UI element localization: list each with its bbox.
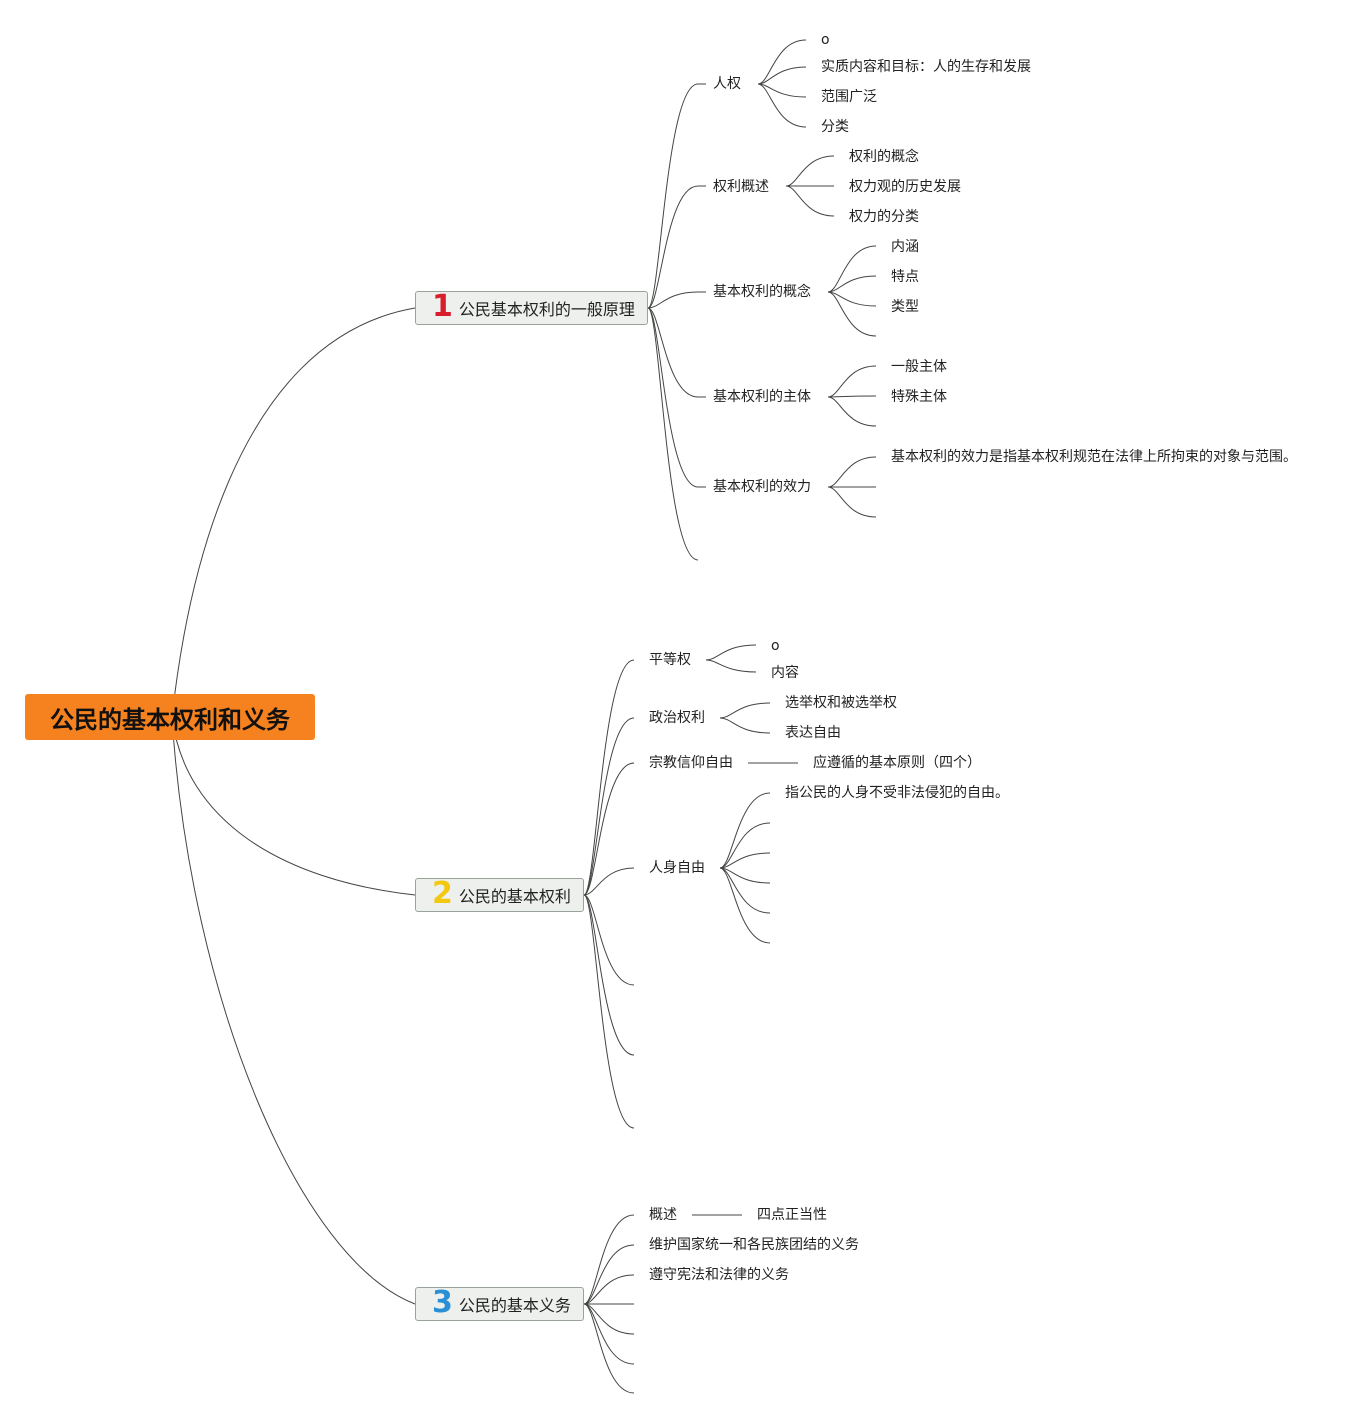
connector-line-15 — [785, 185, 835, 217]
connector-line-4 — [647, 185, 706, 309]
subtopic-basic-principles[interactable]: 应遵循的基本原则（四个） — [813, 755, 981, 771]
subtopic-human-rights-classification[interactable]: 分类 — [821, 119, 849, 135]
connector-line-31 — [583, 894, 635, 1056]
root-topic[interactable]: 公民的基本权利和义务 — [25, 694, 315, 740]
connector-line-3 — [647, 83, 706, 309]
topic-personal-freedom[interactable]: 人身自由 — [649, 860, 705, 876]
topic-equality-right[interactable]: 平等权 — [649, 652, 691, 668]
connector-line-9 — [757, 39, 807, 85]
root-topic-label: 公民的基本权利和义务 — [50, 705, 290, 734]
topic-national-unity-duty[interactable]: 维护国家统一和各民族团结的义务 — [649, 1237, 859, 1253]
connector-line-17 — [827, 275, 877, 293]
connector-line-11 — [757, 83, 807, 98]
connector-line-23 — [827, 456, 877, 488]
connector-line-49 — [583, 1303, 635, 1365]
connector-line-10 — [757, 66, 807, 85]
subtopic-rights-concept[interactable]: 权利的概念 — [849, 149, 919, 165]
connector-line-20 — [827, 365, 877, 398]
topic-rights-subject[interactable]: 基本权利的主体 — [713, 389, 811, 405]
connector-line-0 — [171, 307, 416, 718]
connector-line-44 — [583, 1214, 635, 1305]
subtopic-types[interactable]: 类型 — [891, 299, 919, 315]
subtopic-general-subject[interactable]: 一般主体 — [891, 359, 947, 375]
connector-line-46 — [583, 1274, 635, 1305]
connector-line-26 — [583, 659, 635, 896]
connector-line-40 — [719, 852, 771, 869]
connector-line-48 — [583, 1303, 635, 1335]
connector-line-38 — [719, 792, 771, 869]
connector-line-7 — [647, 307, 706, 488]
connector-line-21 — [827, 395, 877, 398]
subtopic-four-legitimacy[interactable]: 四点正当性 — [757, 1207, 827, 1223]
connector-line-41 — [719, 867, 771, 884]
subtopic-equality-content[interactable]: 内容 — [771, 665, 799, 681]
branch-2-number-marker: 2 — [432, 876, 453, 911]
subtopic-power-history[interactable]: 权力观的历史发展 — [849, 179, 961, 195]
subtopic-special-subject[interactable]: 特殊主体 — [891, 389, 947, 405]
connector-line-12 — [757, 83, 807, 128]
connector-line-25 — [827, 486, 877, 518]
branch-1-topic[interactable]: 1 公民基本权利的一般原理 — [415, 291, 648, 325]
branch-2-label: 公民的基本权利 — [458, 887, 571, 906]
subtopic-power-classification[interactable]: 权力的分类 — [849, 209, 919, 225]
topic-political-rights[interactable]: 政治权利 — [649, 710, 705, 726]
topic-religious-freedom[interactable]: 宗教信仰自由 — [649, 755, 733, 771]
connector-line-29 — [583, 867, 635, 896]
connector-line-30 — [583, 894, 635, 986]
connector-line-43 — [719, 867, 771, 944]
branch-3-label: 公民的基本义务 — [458, 1296, 571, 1315]
connector-line-27 — [583, 717, 635, 896]
connector-line-22 — [827, 396, 877, 427]
connector-line-39 — [719, 822, 771, 869]
connector-line-32 — [583, 894, 635, 1129]
subtopic-effect-definition[interactable]: 基本权利的效力是指基本权利规范在法律上所拘束的对象与范围。 — [891, 449, 1297, 465]
branch-1-label: 公民基本权利的一般原理 — [458, 300, 635, 319]
connector-line-45 — [583, 1244, 635, 1305]
connector-line-16 — [827, 245, 877, 293]
topic-rights-effect[interactable]: 基本权利的效力 — [713, 479, 811, 495]
connector-line-13 — [785, 155, 835, 187]
topic-human-rights[interactable]: 人权 — [713, 76, 741, 92]
connector-line-33 — [705, 644, 757, 661]
connector-line-36 — [719, 717, 771, 734]
subtopic-connotation[interactable]: 内涵 — [891, 239, 919, 255]
subtopic-equality-o[interactable]: o — [771, 638, 780, 654]
subtopic-freedom-expression[interactable]: 表达自由 — [785, 725, 841, 741]
connector-line-1 — [171, 716, 416, 896]
connector-line-42 — [719, 867, 771, 914]
branch-3-topic[interactable]: 3 公民的基本义务 — [415, 1287, 584, 1321]
branch-1-number-marker: 1 — [432, 289, 453, 324]
topic-rights-overview[interactable]: 权利概述 — [713, 179, 769, 195]
subtopic-personal-freedom-definition[interactable]: 指公民的人身不受非法侵犯的自由。 — [785, 785, 1009, 801]
branch-2-topic[interactable]: 2 公民的基本权利 — [415, 878, 584, 912]
connector-line-6 — [647, 307, 706, 398]
connector-line-5 — [647, 291, 706, 309]
connector-line-35 — [719, 702, 771, 719]
connector-line-19 — [827, 291, 877, 337]
subtopic-human-rights-scope[interactable]: 范围广泛 — [821, 89, 877, 105]
topic-obey-law-duty[interactable]: 遵守宪法和法律的义务 — [649, 1267, 789, 1283]
connector-line-18 — [827, 291, 877, 307]
connector-line-28 — [583, 762, 635, 896]
connector-line-2 — [171, 716, 416, 1305]
topic-basic-rights-concept[interactable]: 基本权利的概念 — [713, 284, 811, 300]
connector-line-50 — [583, 1303, 635, 1394]
subtopic-human-rights-essence[interactable]: 实质内容和目标：人的生存和发展 — [821, 59, 1031, 75]
subtopic-features[interactable]: 特点 — [891, 269, 919, 285]
subtopic-election-rights[interactable]: 选举权和被选举权 — [785, 695, 897, 711]
connector-line-34 — [705, 659, 757, 673]
branch-3-number-marker: 3 — [432, 1285, 453, 1320]
topic-duties-overview[interactable]: 概述 — [649, 1207, 677, 1223]
subtopic-human-rights-o[interactable]: o — [821, 32, 830, 48]
connector-line-8 — [647, 307, 699, 561]
